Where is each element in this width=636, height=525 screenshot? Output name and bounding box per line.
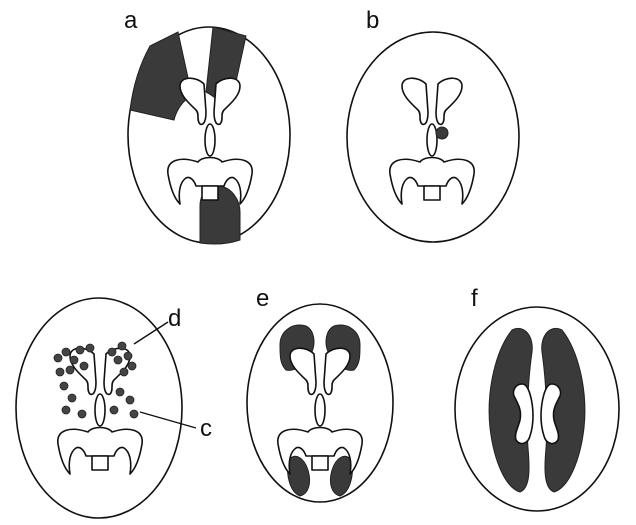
panel-b: b	[347, 7, 519, 242]
panel-f: f	[455, 285, 619, 511]
callout-label-c: c	[200, 415, 212, 442]
panel-label-a: a	[124, 7, 138, 34]
panel-label-e: e	[256, 285, 269, 312]
lesion-small-focal	[436, 127, 448, 139]
brain-outline-f	[455, 307, 619, 511]
callout-label-d: d	[168, 305, 181, 332]
panel-label-b: b	[366, 7, 379, 34]
panel-c: d c	[16, 298, 212, 518]
panel-e: e	[247, 285, 393, 502]
panel-label-f: f	[471, 285, 478, 312]
panel-a: a	[124, 7, 290, 244]
